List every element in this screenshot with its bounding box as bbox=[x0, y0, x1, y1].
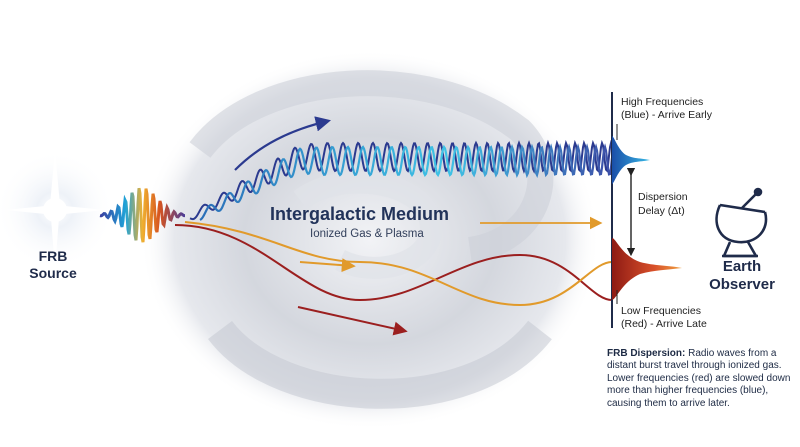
earth-observer-label: Earth Observer bbox=[690, 258, 794, 294]
observer-line2: Observer bbox=[709, 276, 775, 293]
low-frequency-line1: Low Frequencies bbox=[621, 305, 701, 317]
high-frequency-peak bbox=[612, 136, 650, 160]
high-frequency-line2: (Blue) - Arrive Early bbox=[621, 109, 713, 121]
medium-subtitle: Ionized Gas & Plasma bbox=[310, 228, 424, 240]
caption: FRB Dispersion: Radio waves from a dista… bbox=[607, 348, 797, 410]
wave-packet bbox=[99, 187, 185, 243]
low-frequency-waves bbox=[174, 221, 613, 307]
high-frequency-line1: High Frequencies bbox=[621, 96, 704, 108]
low-frequency-line2: (Red) - Arrive Late bbox=[621, 318, 707, 330]
low-frequency-label: Low Frequencies (Red) - Arrive Late bbox=[621, 305, 707, 331]
delay-line1: Dispersion bbox=[638, 191, 688, 203]
caption-title: FRB Dispersion: bbox=[607, 348, 686, 359]
low-frequency-arrow-orange bbox=[299, 258, 356, 273]
star-burst-icon bbox=[0, 150, 115, 270]
frb-source-line2: Source bbox=[29, 265, 77, 281]
dispersion-delay-label: Dispersion Delay (Δt) bbox=[638, 190, 688, 218]
caption-text: Radio waves from a distant burst travel … bbox=[607, 348, 791, 409]
low-frequency-peak-lower bbox=[612, 268, 682, 300]
low-frequency-peak bbox=[612, 238, 682, 268]
satellite-dish-icon bbox=[715, 187, 768, 258]
delay-line2: Delay (Δt) bbox=[638, 205, 685, 217]
high-frequency-arrow bbox=[234, 116, 331, 171]
observer-line1: Earth bbox=[722, 258, 762, 275]
frb-source-label: FRB Source bbox=[18, 248, 88, 282]
high-frequency-waves bbox=[189, 139, 614, 221]
intergalactic-cloud bbox=[140, 50, 600, 430]
frb-source-line1: FRB bbox=[38, 248, 68, 264]
low-frequency-arrow-red bbox=[297, 306, 408, 336]
medium-title: Intergalactic Medium bbox=[270, 204, 450, 224]
high-frequency-label: High Frequencies (Blue) - Arrive Early bbox=[621, 96, 712, 122]
high-frequency-peak-lower bbox=[612, 160, 650, 184]
